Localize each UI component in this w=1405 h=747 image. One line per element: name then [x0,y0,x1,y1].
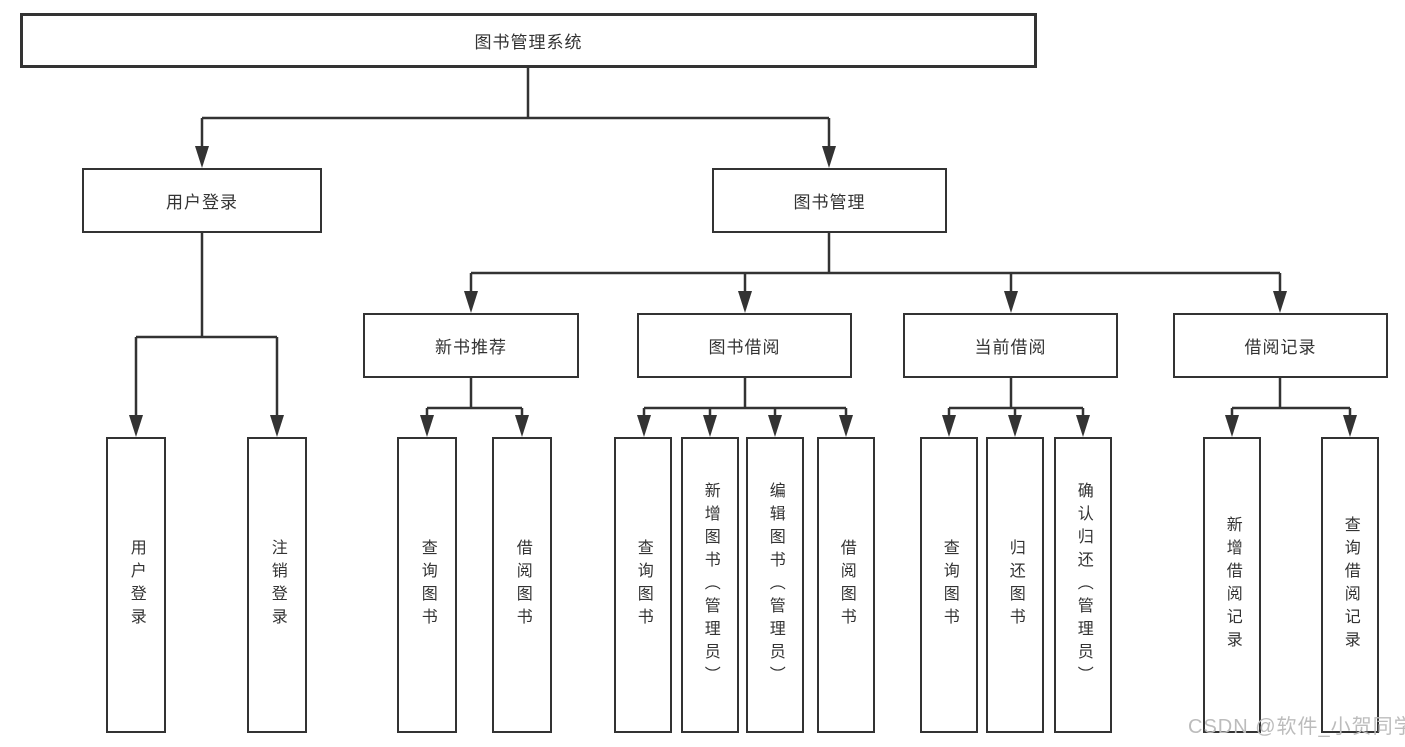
leaf-records-query-record: 查询借阅记录 [1321,437,1379,733]
node-system-root: 图书管理系统 [20,13,1037,68]
leaf-current-return-book: 归还图书 [986,437,1044,733]
leaf-borrowing-query-book-label: 查询图书 [634,539,652,631]
node-book-management-branch: 图书管理 [712,168,947,233]
node-current-borrowing-label: 当前借阅 [974,338,1047,357]
node-user-login-branch-label: 用户登录 [166,193,238,212]
leaf-borrowing-edit-book-admin: 编辑图书（管理员） [746,437,804,733]
leaf-user-login-label: 用户登录 [127,539,145,631]
arrowheads [129,146,1357,437]
leaf-borrowing-add-book-admin: 新增图书（管理员） [681,437,739,733]
leaf-records-add-record-label: 新增借阅记录 [1223,516,1241,654]
leaf-borrowing-add-book-admin-label: 新增图书（管理员） [701,481,719,689]
node-book-borrowing: 图书借阅 [637,313,852,378]
leaf-current-confirm-return-admin-label: 确认归还（管理员） [1074,481,1092,689]
leaf-current-query-book-label: 查询图书 [940,539,958,631]
node-borrowing-records: 借阅记录 [1173,313,1388,378]
leaf-borrowing-edit-book-admin-label: 编辑图书（管理员） [766,481,784,689]
node-new-book-recommend-label: 新书推荐 [435,338,507,357]
leaf-borrowing-query-book: 查询图书 [614,437,672,733]
leaf-recommend-query-book-label: 查询图书 [418,539,436,631]
node-user-login-branch: 用户登录 [82,168,322,233]
leaf-logout: 注销登录 [247,437,307,733]
leaf-recommend-borrow-book-label: 借阅图书 [513,539,531,631]
leaf-recommend-borrow-book: 借阅图书 [492,437,552,733]
leaf-user-login: 用户登录 [106,437,166,733]
leaf-recommend-query-book: 查询图书 [397,437,457,733]
leaf-borrowing-borrow-book: 借阅图书 [817,437,875,733]
node-book-borrowing-label: 图书借阅 [708,338,781,357]
leaf-records-query-record-label: 查询借阅记录 [1341,516,1359,654]
node-book-management-branch-label: 图书管理 [793,193,866,212]
leaf-records-add-record: 新增借阅记录 [1203,437,1261,733]
node-system-root-label: 图书管理系统 [474,33,583,52]
csdn-watermark: CSDN @软件_小贺同学 [1188,716,1405,738]
leaf-logout-label: 注销登录 [268,539,286,631]
leaf-current-query-book: 查询图书 [920,437,978,733]
leaf-borrowing-borrow-book-label: 借阅图书 [837,539,855,631]
node-borrowing-records-label: 借阅记录 [1244,338,1317,357]
node-new-book-recommend: 新书推荐 [363,313,579,378]
leaf-current-return-book-label: 归还图书 [1006,539,1024,631]
node-current-borrowing: 当前借阅 [903,313,1118,378]
leaf-current-confirm-return-admin: 确认归还（管理员） [1054,437,1112,733]
